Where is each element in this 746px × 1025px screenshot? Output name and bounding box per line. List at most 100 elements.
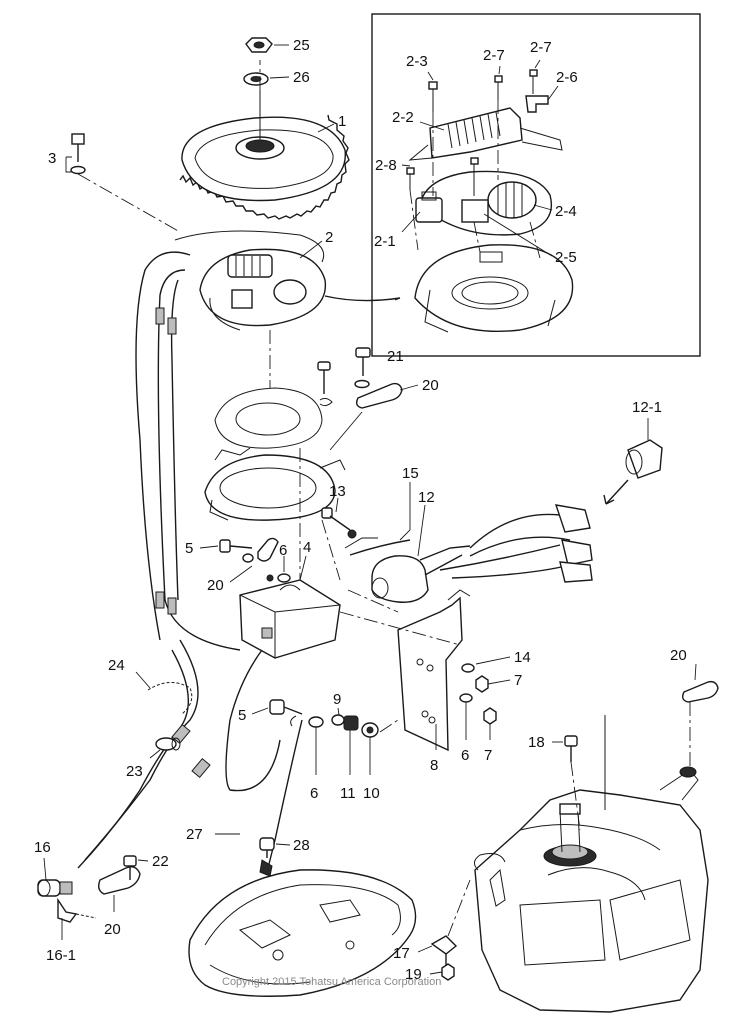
callout-2-5: 2-5 <box>555 249 577 266</box>
grommet-11 <box>343 715 359 731</box>
washer-6-lower <box>308 716 324 728</box>
callout-7b: 7 <box>484 747 492 764</box>
callout-12: 12 <box>418 489 435 506</box>
callout-labels: 25 26 1 3 2 2-3 2-7 2-7 2-6 2-2 2-8 2-4 … <box>34 37 687 983</box>
screw-21 <box>354 347 371 389</box>
callout-20a: 20 <box>422 377 439 394</box>
inset-screw-2-3 <box>428 81 438 112</box>
callout-2-7a: 2-7 <box>483 47 505 64</box>
callout-2-2: 2-2 <box>392 109 414 126</box>
callout-2-3: 2-3 <box>406 53 428 70</box>
bolt-3 <box>70 133 181 233</box>
callout-23: 23 <box>126 763 143 780</box>
callout-2-1: 2-1 <box>374 233 396 250</box>
callout-16: 16 <box>34 839 51 856</box>
plug-cap-12-1 <box>625 439 663 479</box>
callout-14: 14 <box>514 649 531 666</box>
screw-small-top <box>317 361 333 407</box>
clip-20-switch <box>97 866 141 895</box>
cdi-unit <box>239 579 341 659</box>
copyright-watermark: Copyright 2015 Tohatsu America Corporati… <box>222 976 441 988</box>
inset-screw-2-7b <box>529 69 538 94</box>
inset-screw-2-7a <box>494 75 503 100</box>
callout-10: 10 <box>363 785 380 802</box>
lanyard-clip-16-1 <box>57 897 97 923</box>
callout-15: 15 <box>402 465 419 482</box>
callout-18: 18 <box>528 734 545 751</box>
stop-switch-16 <box>37 879 73 897</box>
nut-19 <box>441 963 455 981</box>
nut-7-lower <box>483 707 497 725</box>
collar-9 <box>331 714 345 726</box>
washer-6-right <box>459 693 473 703</box>
band-24 <box>147 682 193 715</box>
crankcase <box>474 715 709 1013</box>
callout-2-6: 2-6 <box>556 69 578 86</box>
wiring-harness <box>135 230 325 651</box>
callout-11: 11 <box>340 785 356 802</box>
callout-22: 22 <box>152 853 169 870</box>
callout-2-8: 2-8 <box>375 157 397 174</box>
screw-13 <box>321 507 357 539</box>
inset-screw-2-8 <box>406 167 415 190</box>
inset-pulser-coil <box>461 181 537 223</box>
screw-28 <box>259 837 275 858</box>
clip-20-top <box>355 382 403 409</box>
callout-20c: 20 <box>670 647 687 664</box>
callout-27: 27 <box>186 826 203 843</box>
clip-20-mid <box>257 537 279 562</box>
mounting-bracket <box>397 589 471 752</box>
washer-14 <box>461 663 475 673</box>
callout-2-4: 2-4 <box>555 203 577 220</box>
callout-6c: 6 <box>310 785 318 802</box>
callout-28: 28 <box>293 837 310 854</box>
callout-25: 25 <box>293 37 310 54</box>
callout-20d: 20 <box>104 921 121 938</box>
spark-plug-leads <box>439 504 593 583</box>
stator-assembly <box>199 248 401 331</box>
callout-26: 26 <box>293 69 310 86</box>
callout-6b: 6 <box>461 747 469 764</box>
stator-detail-inset <box>371 13 701 357</box>
callout-16-1: 16-1 <box>46 947 76 964</box>
screw-5-lower <box>269 699 303 715</box>
bottom-cowl <box>188 869 417 997</box>
callout-5a: 5 <box>185 540 193 557</box>
callout-2: 2 <box>325 229 333 246</box>
leader-lines <box>43 44 697 975</box>
washer-6-upper <box>266 573 291 583</box>
screw-22 <box>123 855 137 880</box>
stator-base-plate <box>204 387 346 521</box>
inset-lighting-coil <box>415 191 443 223</box>
callout-13: 13 <box>329 483 346 500</box>
callout-1: 1 <box>338 113 346 130</box>
clip-20-right <box>681 680 719 770</box>
callout-6a: 6 <box>279 542 287 559</box>
washer-10 <box>361 722 379 738</box>
callout-9: 9 <box>333 691 341 708</box>
callout-12-1: 12-1 <box>632 399 662 416</box>
callout-2-7b: 2-7 <box>530 39 552 56</box>
inset-clamp-2-6 <box>525 95 549 113</box>
bracket-17 <box>430 879 471 966</box>
connector-23 <box>155 737 181 751</box>
callout-24: 24 <box>108 657 125 674</box>
stop-switch-harness <box>77 639 281 869</box>
callout-21: 21 <box>387 348 404 365</box>
callout-4: 4 <box>303 539 311 556</box>
screw-18 <box>564 735 581 831</box>
callout-5b: 5 <box>238 707 246 724</box>
flywheel-washer <box>243 72 269 86</box>
callout-17: 17 <box>393 945 410 962</box>
inset-screw-2-5 <box>470 157 479 196</box>
flywheel-nut <box>245 37 273 53</box>
inset-stator-plate <box>414 244 574 333</box>
callout-3: 3 <box>48 150 56 167</box>
callout-8: 8 <box>430 757 438 774</box>
screw-5-upper <box>219 539 254 563</box>
ignition-coil <box>344 537 471 603</box>
nut-7-upper <box>475 675 489 693</box>
callout-20b: 20 <box>207 577 224 594</box>
callout-19: 19 <box>405 966 422 983</box>
